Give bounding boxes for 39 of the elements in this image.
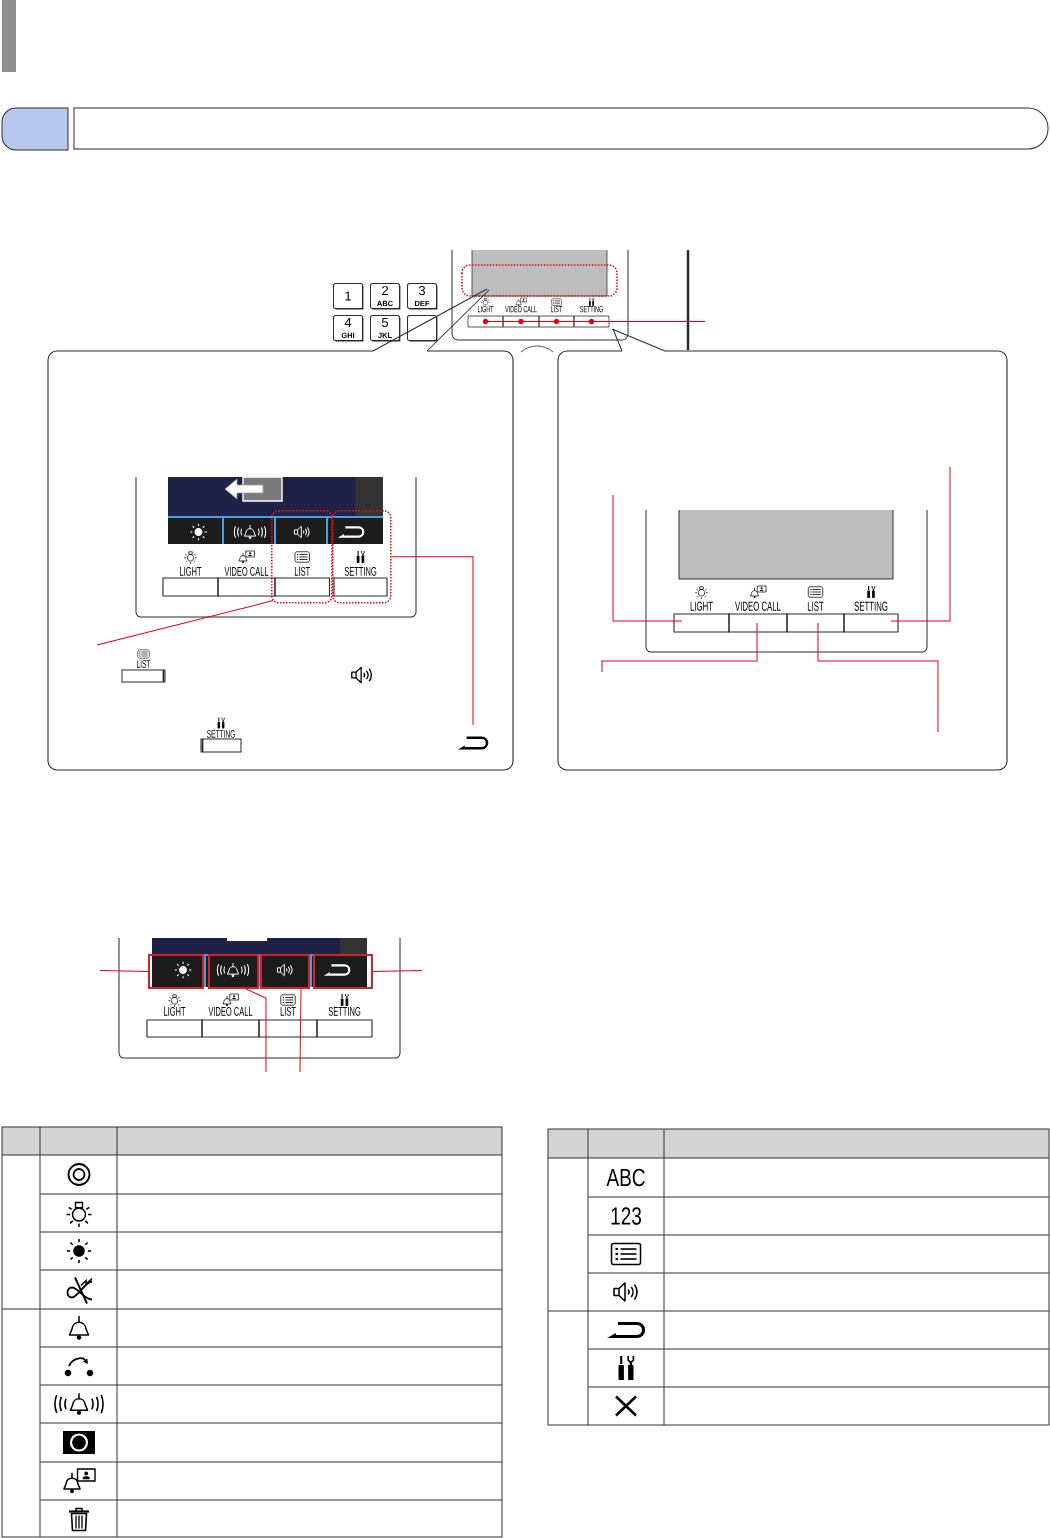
dotted-highlight bbox=[332, 510, 392, 604]
device-button: VIDEO CALL bbox=[217, 566, 276, 597]
keypad-key bbox=[407, 315, 438, 342]
device-button: LIST bbox=[786, 601, 845, 633]
leader-line bbox=[372, 970, 423, 972]
device-button: LIGHT bbox=[673, 601, 730, 633]
highlight-frame bbox=[148, 954, 204, 989]
highlight-frame bbox=[313, 954, 373, 989]
keypad-key: 1 bbox=[333, 283, 364, 310]
device-button: LIST bbox=[258, 1006, 318, 1038]
device-button: SETTING bbox=[843, 601, 899, 633]
leader-line bbox=[391, 556, 474, 726]
leader-line bbox=[299, 988, 302, 1073]
leader-line bbox=[99, 970, 149, 972]
leader-line bbox=[591, 321, 706, 322]
device-button: LIGHT bbox=[467, 305, 504, 328]
highlight-frame bbox=[208, 954, 259, 989]
device-button: LIST bbox=[121, 660, 166, 683]
leader-line bbox=[245, 988, 267, 1073]
device-button: SETTING bbox=[573, 305, 610, 328]
leader-line bbox=[612, 494, 683, 622]
device-button: LIGHT bbox=[146, 1006, 203, 1038]
leader-line bbox=[96, 600, 274, 646]
device-button: SETTING bbox=[316, 1006, 373, 1038]
device-button: LIST bbox=[538, 305, 575, 328]
leader-line bbox=[817, 622, 939, 733]
highlight-frame bbox=[260, 954, 310, 989]
device-button: LIGHT bbox=[162, 566, 219, 597]
device-button: LIST bbox=[274, 566, 331, 597]
dotted-highlight bbox=[271, 510, 333, 604]
device-button: VIDEO CALL bbox=[201, 1006, 260, 1038]
device-button: VIDEO CALL bbox=[502, 305, 540, 328]
device-button: SETTING bbox=[200, 730, 242, 753]
leader-line bbox=[601, 622, 758, 673]
leader-line bbox=[890, 466, 951, 622]
device-button: SETTING bbox=[333, 566, 388, 597]
symbol-text: 123 bbox=[611, 1207, 641, 1225]
symbol-text: ABC bbox=[606, 1168, 645, 1187]
device-button: VIDEO CALL bbox=[728, 601, 788, 633]
